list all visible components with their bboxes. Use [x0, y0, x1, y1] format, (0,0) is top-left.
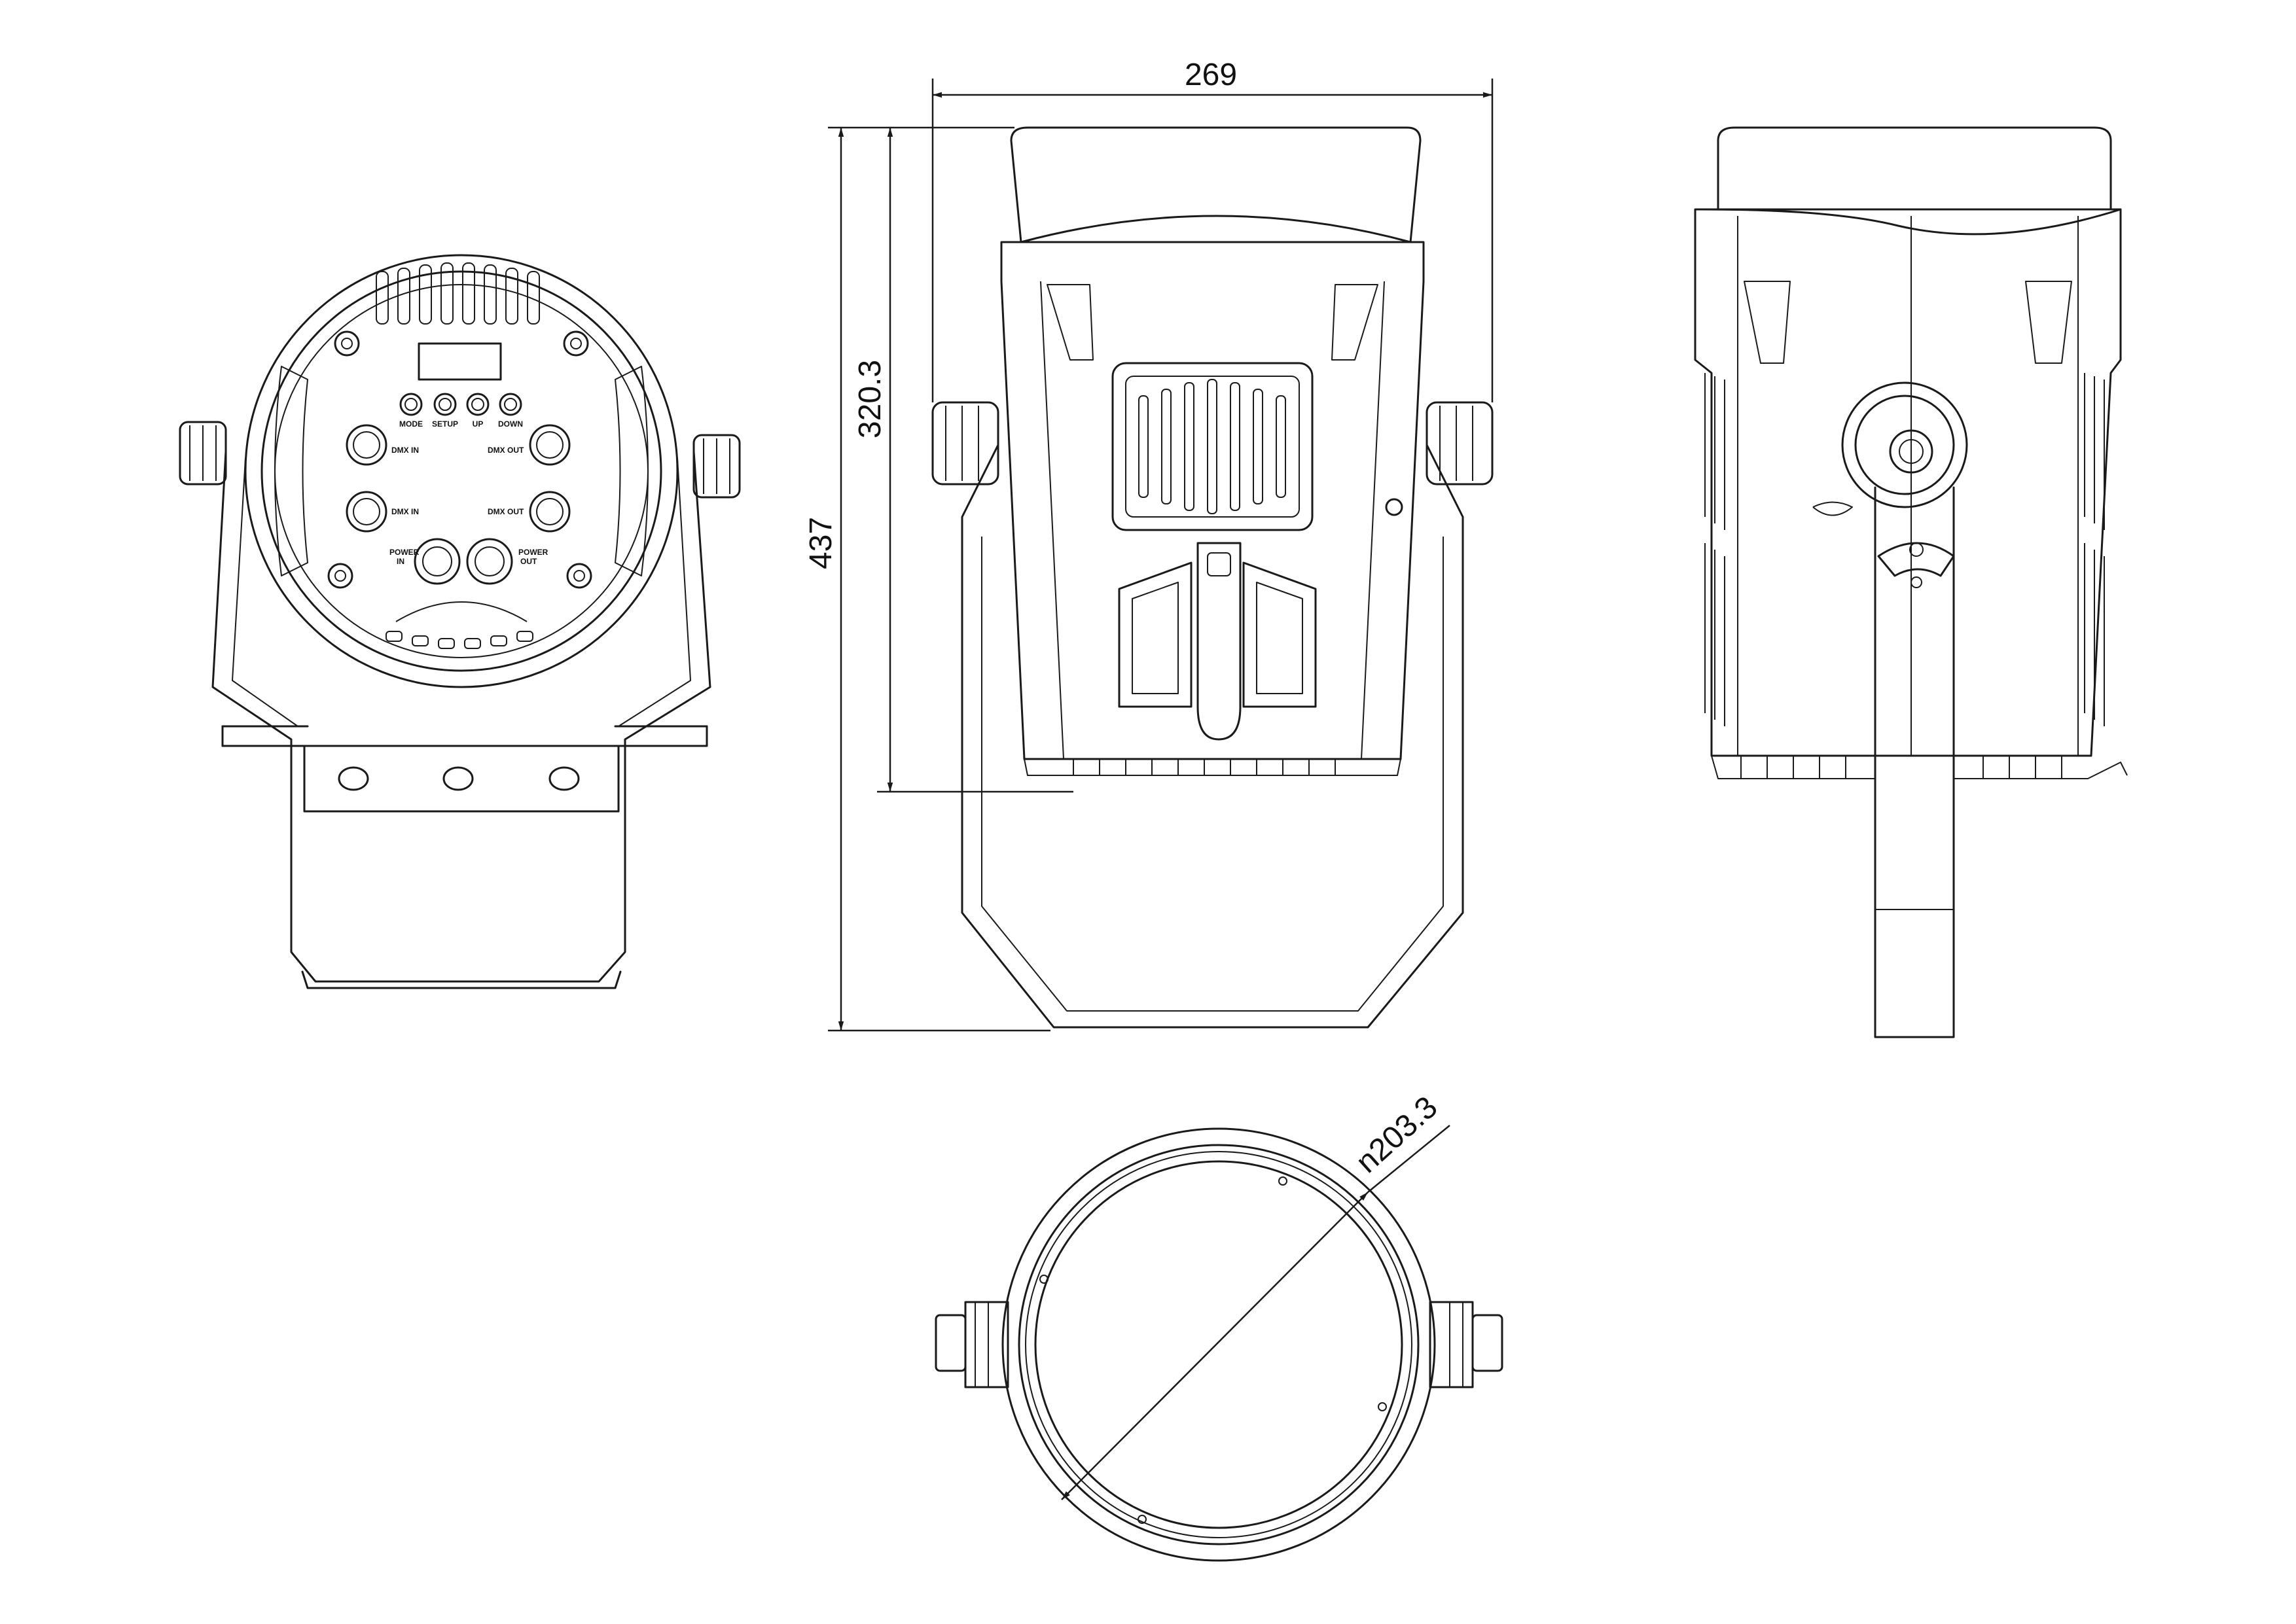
- label-power-in-2: IN: [397, 557, 404, 566]
- dimension-width: 269: [1185, 58, 1237, 92]
- label-power-out: POWER: [518, 548, 548, 557]
- dimension-total-height: 437: [804, 517, 838, 569]
- rear-view: MODE SETUP UP DOWN DMX IN DMX OUT DMX IN…: [179, 254, 741, 989]
- label-power-out-2: OUT: [520, 557, 537, 566]
- side-view: 269 320.3 437: [804, 58, 1494, 1032]
- label-dmx-out-1: DMX OUT: [488, 446, 524, 455]
- profile-view: [1694, 126, 2128, 1038]
- label-power-in: POWER: [389, 548, 420, 557]
- front-view: n203.3: [935, 1090, 1503, 1562]
- dimension-diameter: n203.3: [1350, 1090, 1444, 1180]
- button-label-setup: SETUP: [432, 419, 458, 429]
- button-label-up: UP: [473, 419, 484, 429]
- label-dmx-in-1: DMX IN: [391, 446, 419, 455]
- label-dmx-out-2: DMX OUT: [488, 507, 524, 516]
- button-label-down: DOWN: [498, 419, 523, 429]
- dimension-body-height: 320.3: [853, 360, 888, 438]
- label-dmx-in-2: DMX IN: [391, 507, 419, 516]
- button-label-mode: MODE: [399, 419, 423, 429]
